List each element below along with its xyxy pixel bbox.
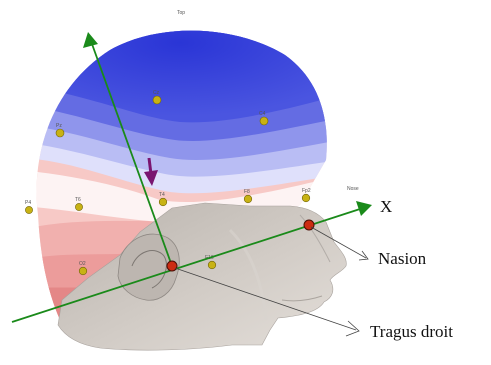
electrode-label: F8: [244, 189, 250, 195]
electrode-label: T6: [75, 197, 81, 203]
nasion-landmark: [304, 220, 314, 230]
electrode-fp2: Fp2: [302, 188, 311, 202]
x-axis-label: X: [380, 197, 392, 216]
x-axis-arrowhead: [356, 201, 372, 216]
nose-label: Nose: [347, 186, 359, 192]
top-label: Top: [177, 10, 185, 16]
y-axis-arrowhead: [83, 32, 98, 48]
tragus-label: Tragus droit: [370, 322, 453, 341]
electrode-p4: P4: [25, 200, 33, 214]
electrode-label: Fp2: [302, 188, 311, 194]
electrode-label: C4: [259, 111, 266, 117]
nasion-label: Nasion: [378, 249, 427, 268]
tragus-landmark: [167, 261, 177, 271]
electrode-label: O2: [79, 261, 86, 267]
electrode-label: Pz: [56, 123, 62, 129]
electrode-label: Cz: [153, 90, 160, 96]
electrode-label: T4: [159, 192, 165, 198]
electrode-label: P4: [25, 200, 31, 206]
